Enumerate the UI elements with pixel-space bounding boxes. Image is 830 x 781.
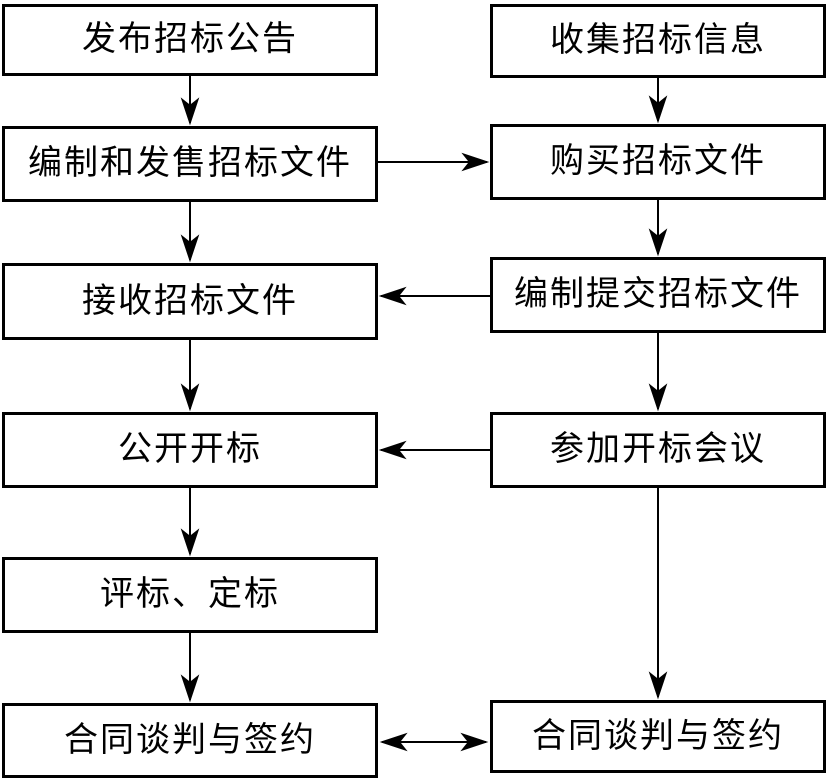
- node-prepare-submit-documents: 编制提交招标文件: [490, 257, 826, 333]
- node-label: 评标、定标: [100, 576, 280, 613]
- node-receive-documents: 接收招标文件: [2, 263, 378, 340]
- node-label: 收集招标信息: [550, 22, 766, 59]
- node-label: 接收招标文件: [82, 282, 298, 320]
- node-collect-info: 收集招标信息: [490, 4, 826, 78]
- node-evaluate-award: 评标、定标: [2, 557, 378, 633]
- node-label: 购买招标文件: [550, 143, 766, 180]
- node-attend-bid-opening: 参加开标会议: [490, 412, 826, 488]
- node-contract-negotiation-right: 合同谈判与签约: [490, 700, 826, 773]
- node-label: 编制和发售招标文件: [28, 145, 352, 182]
- node-label: 公开开标: [118, 431, 262, 468]
- node-prepare-sell-documents: 编制和发售招标文件: [2, 126, 378, 202]
- node-publish-announcement: 发布招标公告: [2, 4, 378, 76]
- node-buy-documents: 购买招标文件: [490, 124, 826, 200]
- node-label: 合同谈判与签约: [532, 717, 784, 755]
- node-label: 参加开标会议: [550, 431, 766, 468]
- node-label: 编制提交招标文件: [514, 276, 802, 313]
- node-contract-negotiation-left: 合同谈判与签约: [2, 703, 378, 778]
- node-label: 合同谈判与签约: [64, 721, 316, 759]
- node-label: 发布招标公告: [82, 21, 298, 58]
- node-public-bid-opening: 公开开标: [2, 412, 378, 488]
